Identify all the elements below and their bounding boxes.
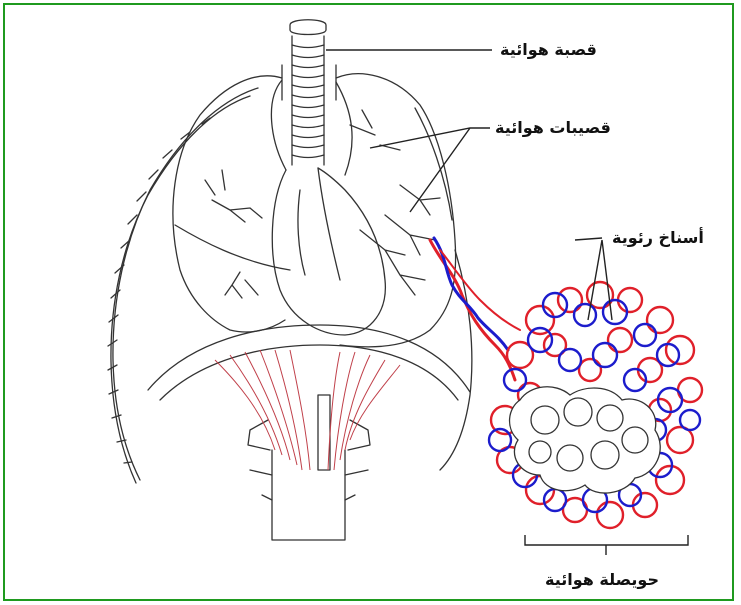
label-bronchioles: قصيبات هوائية [495,118,611,137]
label-trachea: قصبة هوائية [500,40,597,59]
thoracic-wall [108,88,472,483]
label-capillaries: أسناخ رئوية [612,228,704,247]
right-lung [336,74,456,347]
muscle-fibers [215,350,400,470]
diaphragm [148,325,470,400]
heart [272,168,385,335]
spine [248,395,370,540]
label-alveolus: حويصلة هوائية [545,570,659,589]
left-lung [173,76,290,332]
trachea [282,20,336,165]
